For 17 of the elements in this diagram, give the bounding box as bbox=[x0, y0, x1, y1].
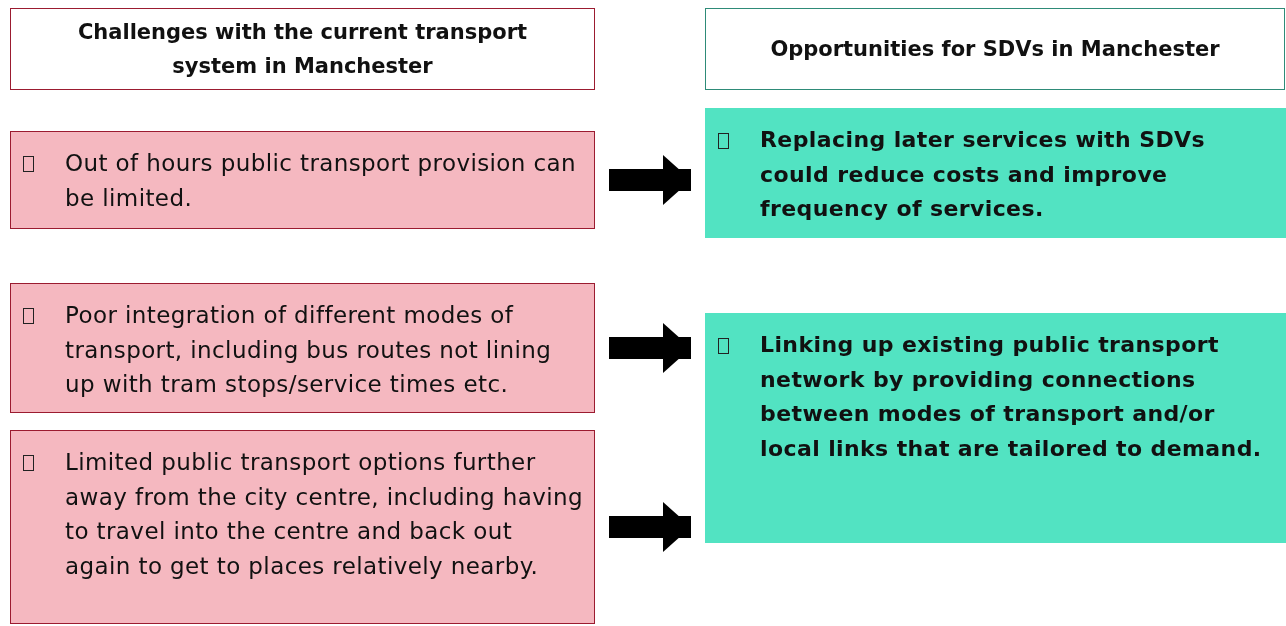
header-text: Opportunities for SDVs in Manchester bbox=[770, 36, 1220, 63]
bullet-text: Out of hours public transport provision can be limited. bbox=[65, 149, 578, 213]
header-text: Challenges with the current transport system in Manchester bbox=[76, 19, 529, 80]
bullet-text: Limited public transport options further away from the city centre, including having to travel into the centre and back out again to get to places relatively nearby. bbox=[65, 448, 584, 581]
bullet-text: Replacing later services with SDVs could reduce costs and improve frequency of services. bbox=[760, 126, 1206, 223]
text-box bbox=[10, 430, 595, 624]
text-box bbox=[705, 313, 1286, 543]
header-box bbox=[10, 8, 595, 90]
block-arrow bbox=[609, 323, 691, 373]
text-box bbox=[10, 283, 595, 413]
header-box bbox=[705, 8, 1285, 90]
bullet-text: Linking up existing public transport network by providing connections between modes of transport and/or local links that are tailored to demand. bbox=[760, 331, 1263, 463]
text-box bbox=[705, 108, 1286, 238]
block-arrow bbox=[609, 155, 691, 205]
bullet-text: Poor integration of different modes of transport, including bus routes not lining up with tram stops/service times etc. bbox=[65, 301, 553, 399]
block-arrow bbox=[609, 502, 691, 552]
text-box bbox=[10, 131, 595, 229]
